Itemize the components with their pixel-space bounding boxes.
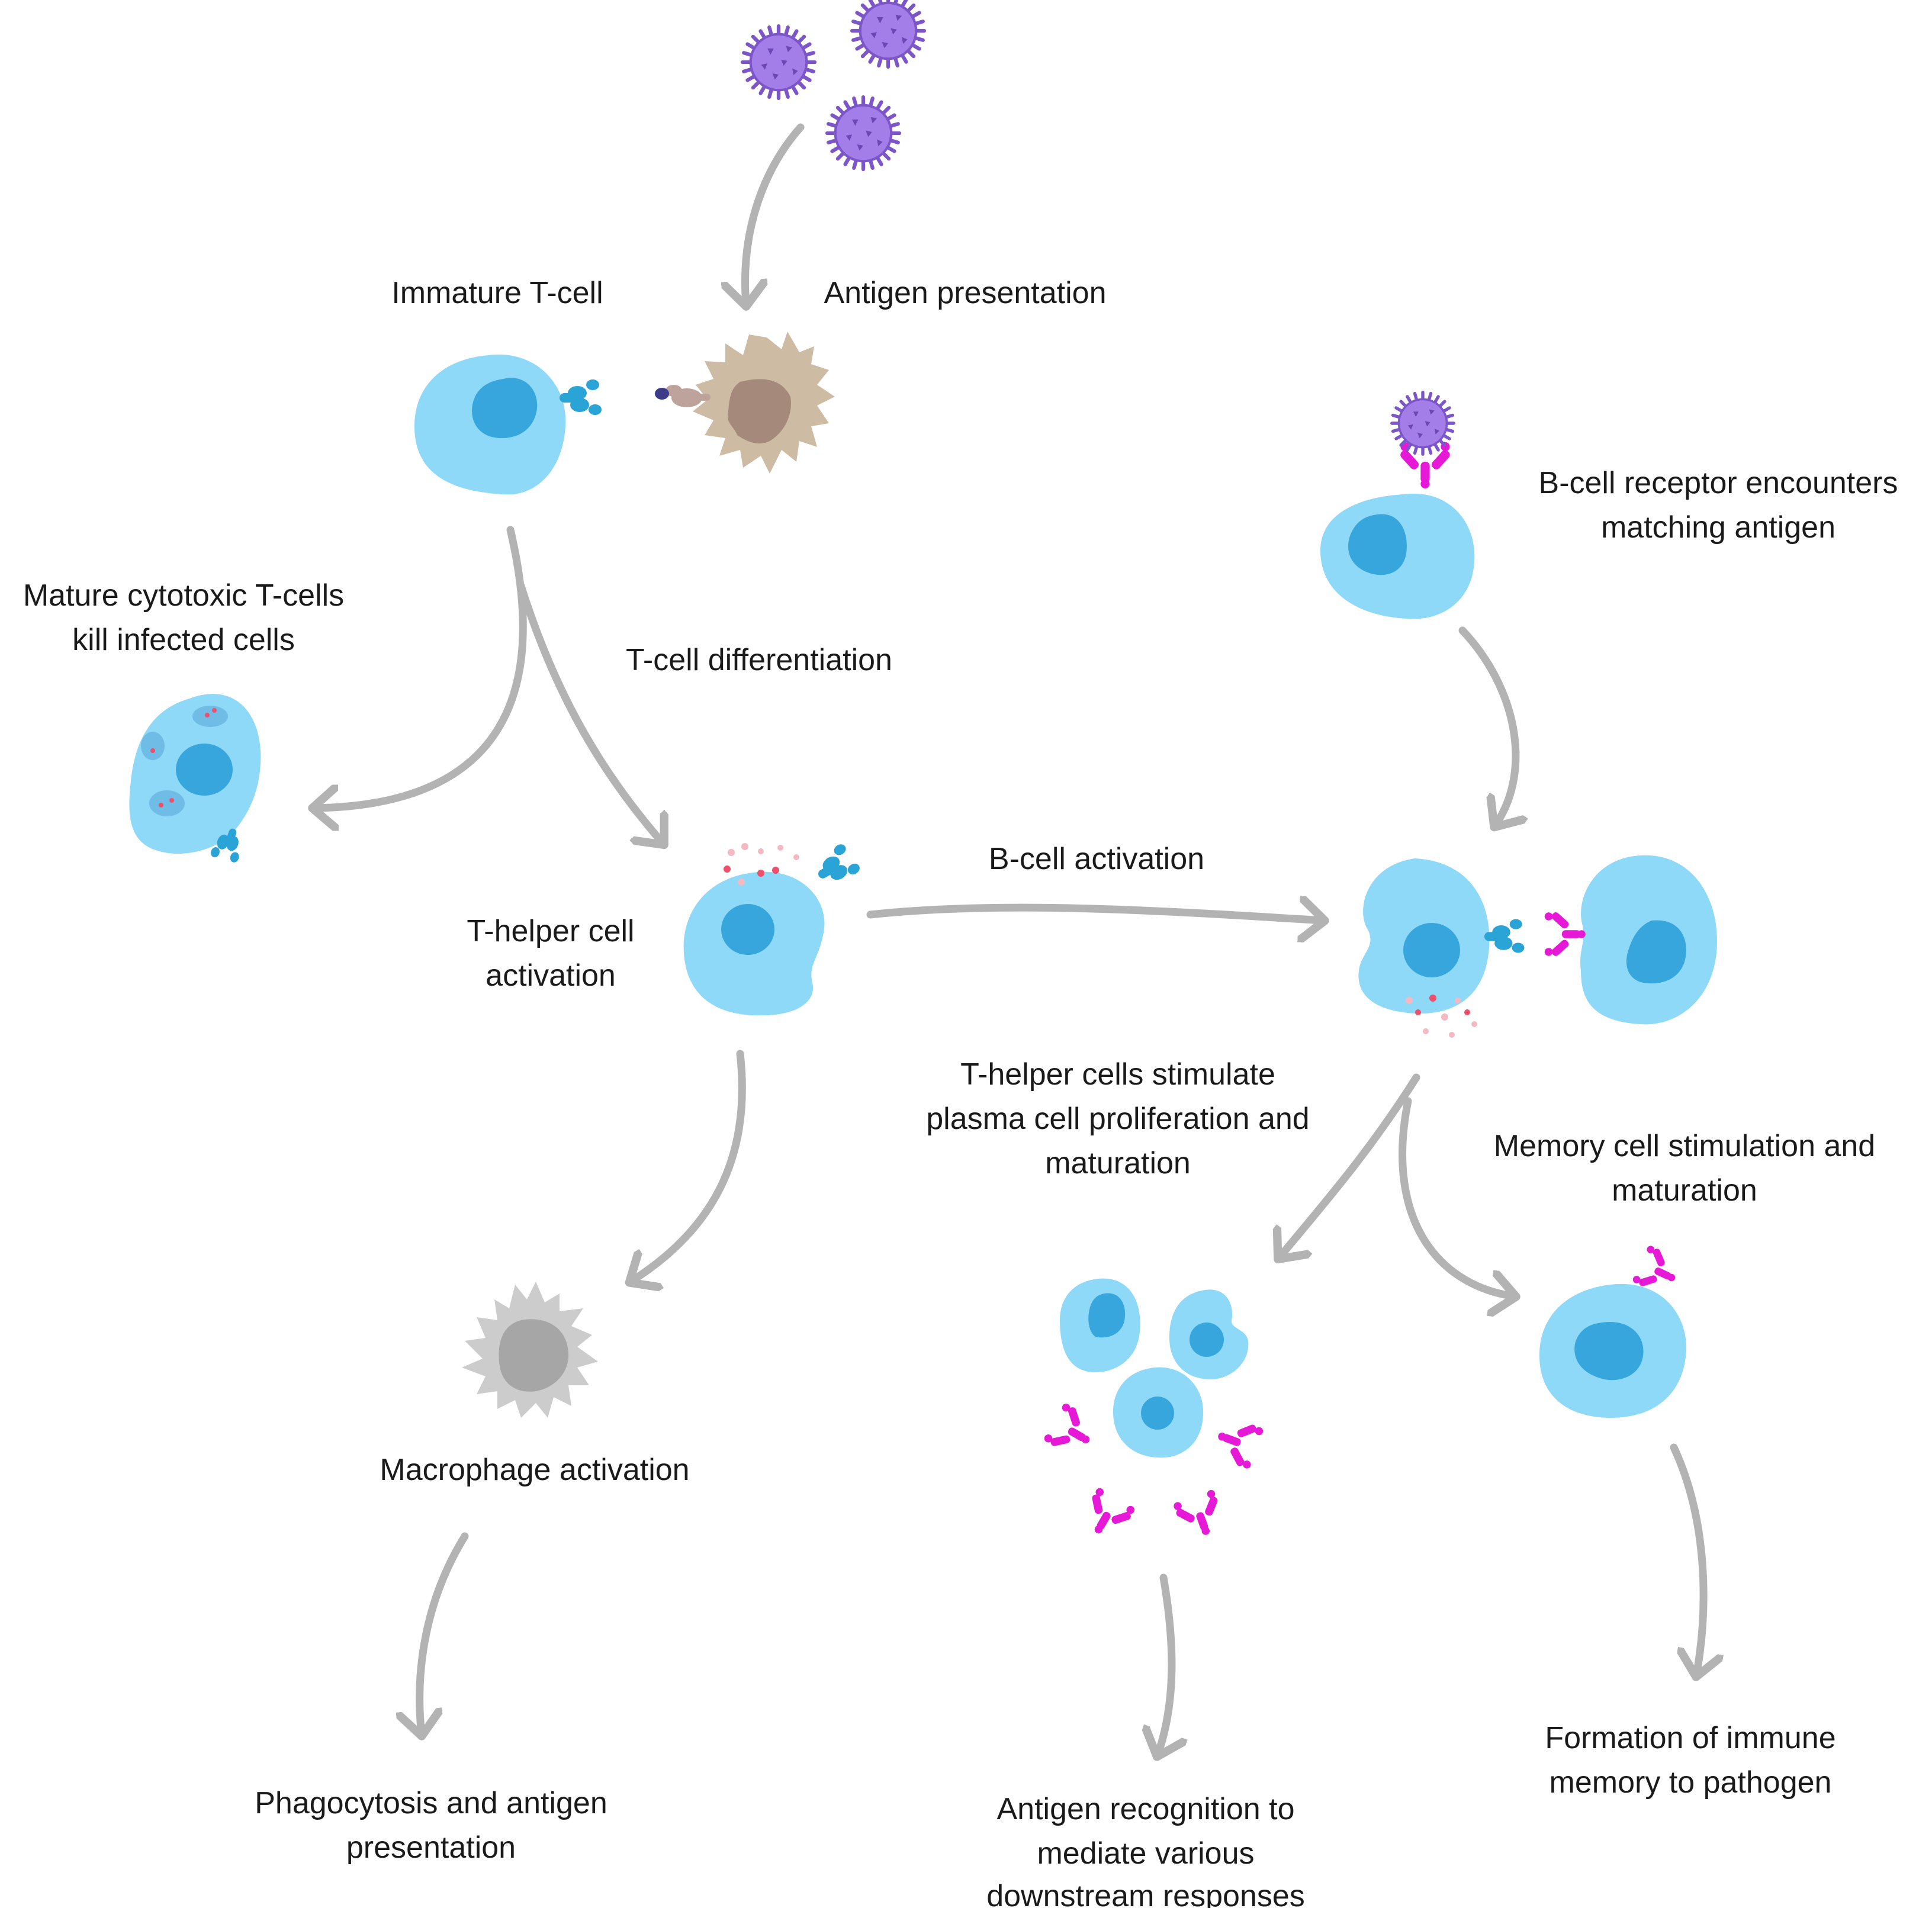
t-helper-cell-icon bbox=[683, 841, 862, 1016]
label-b-cell-receptor-2: matching antigen bbox=[1601, 510, 1835, 545]
arrow-b-cell-to-activation bbox=[1458, 626, 1516, 826]
label-formation-2: memory to pathogen bbox=[1550, 1765, 1832, 1800]
label-mature-cytotoxic-2: kill infected cells bbox=[72, 623, 295, 657]
antibody-icon bbox=[1210, 1413, 1265, 1471]
plasma-cell-icon bbox=[1113, 1367, 1204, 1458]
label-t-helper-activation: T-helper cell bbox=[467, 914, 634, 948]
label-t-helper-stimulate-3: maturation bbox=[1045, 1146, 1191, 1180]
label-macrophage-activation: Macrophage activation bbox=[380, 1453, 689, 1487]
label-memory-cell: Memory cell stimulation and bbox=[1494, 1129, 1875, 1163]
label-phagocytosis: Phagocytosis and antigen bbox=[255, 1786, 607, 1820]
antibody-icon bbox=[1171, 1488, 1229, 1543]
antibody-icon bbox=[1042, 1401, 1101, 1462]
label-immature-t-cell: Immature T-cell bbox=[391, 276, 603, 310]
arrow-to-macrophage bbox=[631, 1050, 746, 1282]
label-t-helper-stimulate: T-helper cells stimulate bbox=[960, 1057, 1275, 1092]
label-t-cell-differentiation: T-cell differentiation bbox=[626, 643, 892, 677]
label-formation: Formation of immune bbox=[1545, 1721, 1835, 1755]
t-cell-receptor-icon bbox=[560, 379, 602, 415]
b-cell-icon bbox=[1320, 392, 1475, 619]
virus-icon bbox=[742, 26, 815, 98]
memory-cell-icon bbox=[1539, 1243, 1687, 1418]
label-t-helper-stimulate-2: plasma cell proliferation and bbox=[926, 1102, 1309, 1136]
arrow-to-formation bbox=[1670, 1443, 1703, 1675]
arrow-to-plasma bbox=[1279, 1073, 1420, 1258]
arrow-to-memory bbox=[1399, 1097, 1515, 1296]
arrow-b-cell-activation bbox=[866, 908, 1323, 921]
antibody-icon bbox=[1076, 1486, 1137, 1545]
virus-icon bbox=[852, 0, 924, 67]
dendritic-cell-icon bbox=[655, 332, 835, 474]
label-antigen-recognition-3: downstream responses bbox=[986, 1879, 1305, 1908]
cytokine-dots bbox=[1406, 995, 1477, 1038]
arrow-to-t-helper bbox=[517, 582, 663, 844]
arrow-to-cytotoxic bbox=[314, 526, 527, 808]
label-b-cell-activation: B-cell activation bbox=[989, 842, 1204, 876]
label-mature-cytotoxic: Mature cytotoxic T-cells bbox=[23, 578, 344, 613]
macrophage-icon bbox=[462, 1282, 598, 1418]
label-b-cell-receptor: B-cell receptor encounters bbox=[1539, 466, 1898, 500]
cytokine-dots bbox=[724, 843, 799, 886]
virus-icon bbox=[827, 97, 899, 169]
plasma-cell-icon bbox=[1169, 1289, 1249, 1379]
label-antigen-presentation: Antigen presentation bbox=[824, 276, 1106, 310]
label-antigen-recognition: Antigen recognition to bbox=[996, 1792, 1294, 1826]
arrow-to-phagocytosis bbox=[420, 1532, 469, 1735]
t-cell-icon bbox=[414, 354, 602, 495]
label-antigen-recognition-2: mediate various bbox=[1037, 1836, 1254, 1871]
arrow-antigen-to-presentation bbox=[745, 123, 805, 305]
label-t-helper-activation-2: activation bbox=[486, 958, 616, 993]
t-cell-receptor-icon bbox=[810, 841, 862, 890]
activated-b-cell-icon bbox=[1544, 855, 1717, 1025]
antibody-icon bbox=[1544, 910, 1586, 958]
plasma-cell-icon bbox=[1060, 1278, 1140, 1373]
label-phagocytosis-2: presentation bbox=[346, 1830, 516, 1865]
activated-t-helper-icon bbox=[1358, 858, 1525, 1038]
label-memory-cell-2: maturation bbox=[1612, 1173, 1757, 1208]
virus-icon bbox=[1392, 392, 1454, 454]
infected-cell-icon bbox=[129, 694, 261, 865]
t-cell-receptor-icon bbox=[1484, 919, 1525, 953]
arrow-to-antigen-recognition bbox=[1158, 1574, 1172, 1755]
